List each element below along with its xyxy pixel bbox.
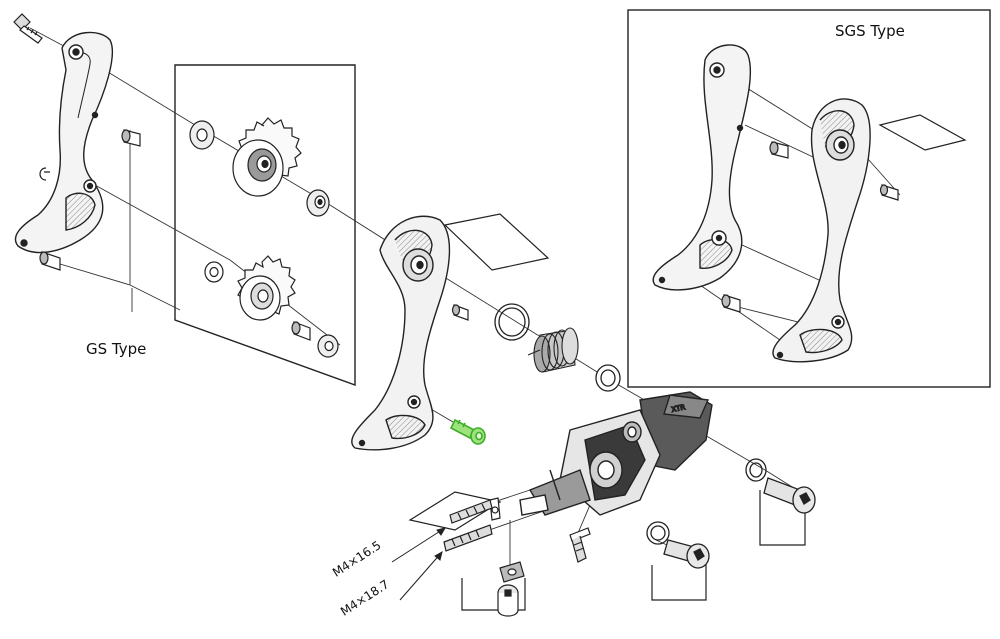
cable-adjust-bolt <box>569 527 591 563</box>
return-spring <box>527 327 579 373</box>
highlighted-stop-bolt <box>449 418 486 445</box>
sgs-type-frame <box>627 9 991 388</box>
spring-bushing-ring <box>595 364 621 392</box>
sgs-inner-spacer <box>879 184 899 201</box>
cable-fixing-bolt <box>497 584 519 617</box>
m4-18-7-bolt <box>443 524 493 552</box>
tension-pulley-washer-outer <box>204 261 224 283</box>
sgs-outer-cage-plate <box>652 44 752 291</box>
guide-pulley-washer-inner <box>306 189 330 217</box>
svg-text:XTR: XTR <box>671 403 686 414</box>
gs-type-label: GS Type <box>86 340 147 358</box>
sgs-spacer-lower <box>721 294 741 313</box>
sgs-inner-cage-plate <box>772 98 871 363</box>
sgs-spacer-upper <box>769 141 789 159</box>
inner-cage-plate <box>351 215 451 451</box>
bolt-label-arrows <box>391 527 447 601</box>
guide-pulley <box>232 117 302 197</box>
gs-outer-cage-plate <box>14 31 114 254</box>
b-axle-snap-ring <box>745 458 767 482</box>
sgs-type-label: SGS Type <box>835 22 905 40</box>
guide-pulley-washer-outer <box>189 120 215 150</box>
cage-spacer-upper <box>121 129 141 147</box>
gs-pulley-frame <box>174 64 356 386</box>
m4-16-5-bolt <box>449 499 493 524</box>
rear-derailleur-body: XTR <box>519 391 713 516</box>
cage-plate-screw <box>13 13 43 44</box>
part-callout-boxes <box>408 114 967 611</box>
tension-pulley-washer-inner <box>317 334 339 358</box>
tension-pulley <box>237 255 296 321</box>
cable-fixing-plate <box>499 561 525 583</box>
e-clip <box>39 167 50 181</box>
b-axle-bolt <box>763 477 816 514</box>
p-axle-bolt <box>663 539 710 569</box>
inner-plate-spacer <box>451 304 469 321</box>
cage-seal-ring <box>494 303 530 341</box>
tension-pulley-bushing <box>291 321 311 341</box>
cage-spacer-lower <box>39 251 61 271</box>
cable-clamp-washer <box>489 497 501 521</box>
p-axle-snap-ring <box>646 521 670 545</box>
